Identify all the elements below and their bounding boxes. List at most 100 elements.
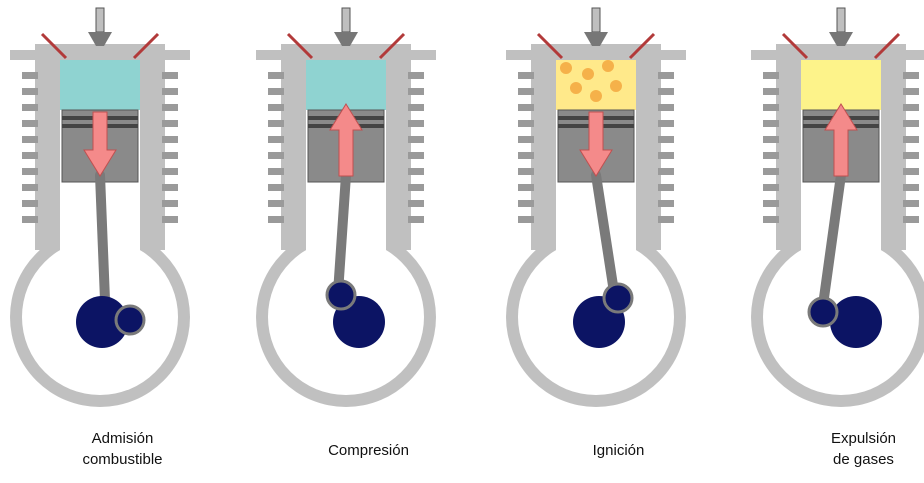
cooling-fin <box>658 72 674 79</box>
combustion-chamber <box>801 58 881 110</box>
cooling-fin <box>268 104 284 111</box>
exhaust-port <box>891 50 924 60</box>
cooling-fin <box>903 184 919 191</box>
cooling-fin <box>22 152 38 159</box>
ignition-flame <box>610 80 622 92</box>
stage-caption: Ignición <box>496 440 741 461</box>
ignition-flame <box>602 60 614 72</box>
stage-caption-line: Ignición <box>496 440 741 461</box>
engine-cylinder-graphic <box>0 0 245 425</box>
cooling-fin <box>903 104 919 111</box>
cooling-fin <box>763 216 779 223</box>
cylinder-wall-left <box>531 60 556 250</box>
crankshaft <box>830 296 882 348</box>
cooling-fin <box>268 152 284 159</box>
engine-cylinder-graphic <box>741 0 924 425</box>
stage-caption: Compresión <box>246 440 491 461</box>
cooling-fin <box>22 104 38 111</box>
cooling-fin <box>518 184 534 191</box>
cooling-fin <box>162 168 178 175</box>
spark-plug-base <box>334 32 358 46</box>
cooling-fin <box>763 152 779 159</box>
ignition-flame <box>570 82 582 94</box>
intake-port <box>10 50 50 60</box>
cooling-fin <box>903 136 919 143</box>
exhaust-port <box>646 50 686 60</box>
cooling-fin <box>658 184 674 191</box>
cooling-fin <box>903 200 919 207</box>
cooling-fin <box>408 200 424 207</box>
crank-pin <box>116 306 144 334</box>
combustion-chamber <box>60 58 140 110</box>
cooling-fin <box>268 184 284 191</box>
cooling-fin <box>518 72 534 79</box>
cooling-fin <box>162 104 178 111</box>
cooling-fin <box>658 200 674 207</box>
stage-caption-line: Admisión <box>0 428 245 449</box>
cooling-fin <box>268 72 284 79</box>
intake-port <box>506 50 546 60</box>
cooling-fin <box>763 168 779 175</box>
cylinder-wall-right <box>636 60 661 250</box>
cooling-fin <box>162 120 178 127</box>
ignition-flame <box>560 62 572 74</box>
spark-plug <box>342 8 350 32</box>
cylinder-wall-left <box>281 60 306 250</box>
cooling-fin <box>518 104 534 111</box>
stroke-stage: Admisióncombustible <box>0 0 245 483</box>
cooling-fin <box>22 120 38 127</box>
cooling-fin <box>903 216 919 223</box>
cooling-fin <box>903 88 919 95</box>
cooling-fin <box>408 152 424 159</box>
cooling-fin <box>22 200 38 207</box>
cooling-fin <box>408 72 424 79</box>
combustion-chamber <box>306 58 386 110</box>
cooling-fin <box>408 120 424 127</box>
spark-plug <box>592 8 600 32</box>
cooling-fin <box>658 104 674 111</box>
cooling-fin <box>763 200 779 207</box>
stage-caption-line: Expulsión <box>741 428 924 449</box>
cooling-fin <box>658 136 674 143</box>
cooling-fin <box>22 136 38 143</box>
cooling-fin <box>408 168 424 175</box>
spark-plug <box>837 8 845 32</box>
exhaust-port <box>396 50 436 60</box>
cooling-fin <box>518 200 534 207</box>
cooling-fin <box>268 120 284 127</box>
cooling-fin <box>162 216 178 223</box>
cooling-fin <box>658 216 674 223</box>
cooling-fin <box>162 136 178 143</box>
cylinder-wall-right <box>881 60 906 250</box>
cooling-fin <box>903 152 919 159</box>
cooling-fin <box>268 168 284 175</box>
cooling-fin <box>408 104 424 111</box>
cooling-fin <box>162 152 178 159</box>
cooling-fin <box>268 88 284 95</box>
cooling-fin <box>763 120 779 127</box>
connecting-rod <box>100 175 105 300</box>
cooling-fin <box>162 200 178 207</box>
stroke-stage: Compresión <box>246 0 491 483</box>
crank-pin <box>809 298 837 326</box>
cooling-fin <box>763 72 779 79</box>
cooling-fin <box>518 152 534 159</box>
cooling-fin <box>22 88 38 95</box>
cooling-fin <box>518 120 534 127</box>
ignition-flame <box>590 90 602 102</box>
cooling-fin <box>518 168 534 175</box>
spark-plug-base <box>584 32 608 46</box>
cylinder-wall-left <box>35 60 60 250</box>
cooling-fin <box>408 88 424 95</box>
intake-port <box>751 50 791 60</box>
cooling-fin <box>903 168 919 175</box>
cooling-fin <box>162 184 178 191</box>
cooling-fin <box>518 88 534 95</box>
cooling-fin <box>903 72 919 79</box>
stage-caption-line: combustible <box>0 449 245 470</box>
cooling-fin <box>658 152 674 159</box>
engine-cylinder-graphic <box>496 0 741 425</box>
cooling-fin <box>763 104 779 111</box>
cooling-fin <box>518 136 534 143</box>
